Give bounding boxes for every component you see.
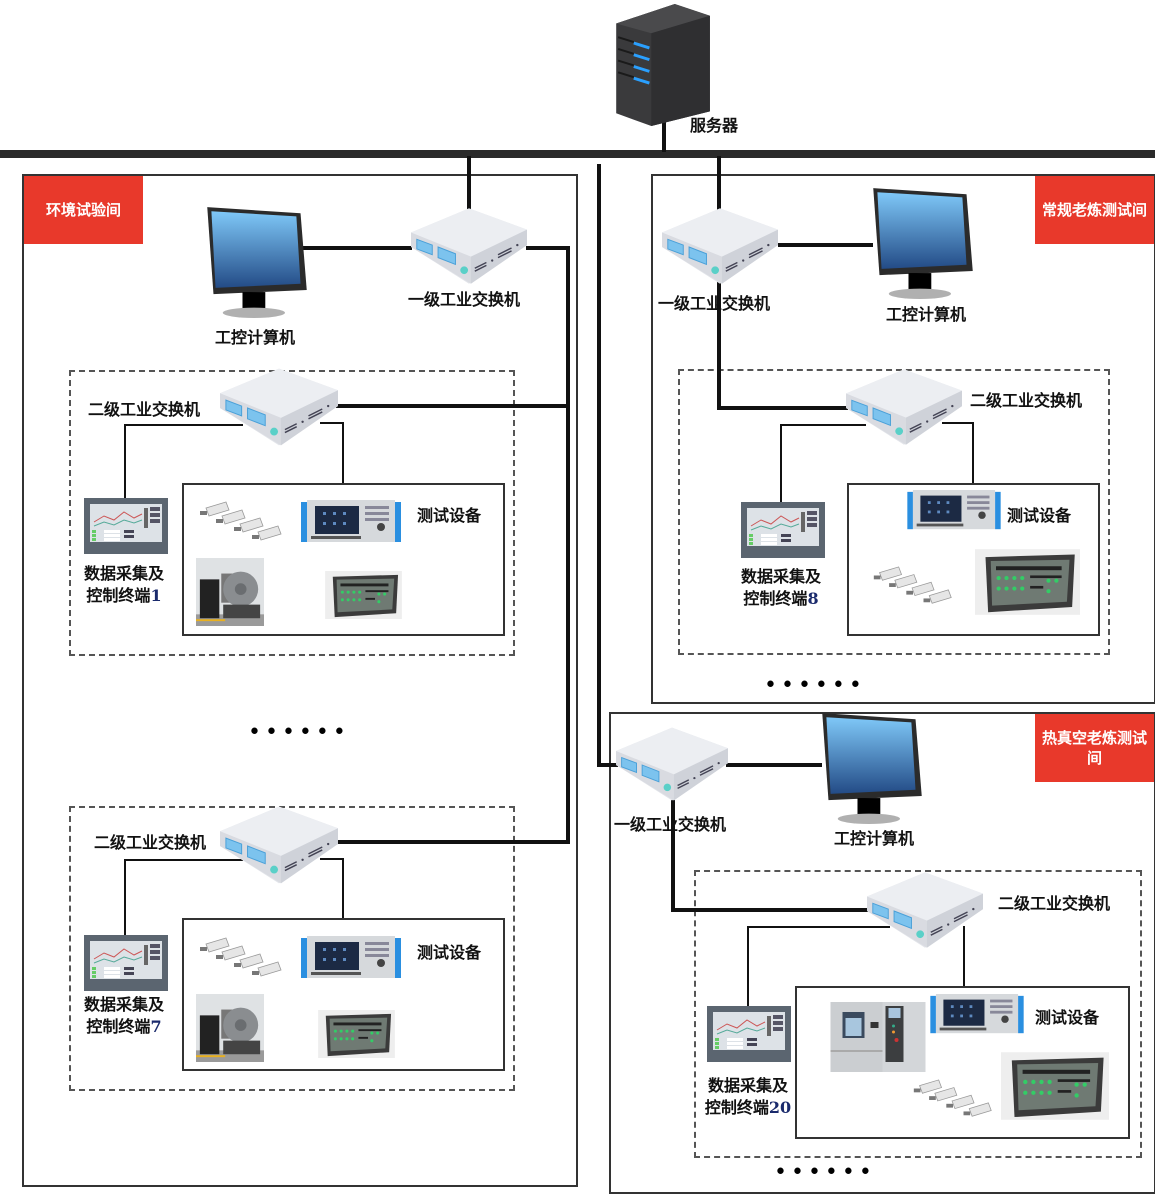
power-sensor-icon	[870, 565, 956, 608]
signal-analyzer-icon	[929, 994, 1025, 1036]
burn-in-rack-icon	[1001, 1052, 1109, 1120]
signal-analyzer-icon	[301, 936, 401, 981]
terminal-label-text: 控制终端	[86, 1017, 151, 1036]
link-l1sw-l2sw-room3	[671, 800, 868, 912]
link-l1sw-l2sw-room1	[336, 246, 570, 844]
room-tag-environment-test: 环境试验间	[24, 176, 143, 244]
group-terminal-7	[69, 806, 515, 1091]
terminal-number: 20	[768, 1098, 792, 1117]
l1-switch-icon-room1	[411, 208, 527, 286]
link-l2sw7-terminal7	[124, 859, 243, 935]
group-terminal-8	[678, 369, 1110, 655]
equipment-label-20: 测试设备	[1035, 1008, 1100, 1027]
terminal-number: 7	[150, 1017, 162, 1036]
l2-switch-icon-7	[220, 806, 338, 886]
terminal-label-line2: 控制终端1	[74, 585, 174, 607]
industrial-pc-monitor-icon	[205, 205, 309, 319]
terminal-number: 8	[807, 589, 819, 608]
l2-switch-label-7: 二级工业交换机	[94, 833, 207, 852]
terminal-label-text: 控制终端	[704, 1098, 769, 1117]
terminal-label-20: 数据采集及 控制终端20	[700, 1075, 796, 1119]
l2-switch-icon-1	[220, 368, 338, 448]
terminal-label-line1: 数据采集及	[83, 564, 164, 583]
hmi-terminal-icon-8	[741, 502, 825, 558]
link-l2sw1-terminal1	[124, 424, 243, 498]
terminal-label-line1: 数据采集及	[707, 1076, 788, 1095]
link-l1sw-l2sw-room2	[717, 275, 848, 410]
burn-in-rack-icon	[325, 571, 402, 619]
l2-switch-label-1: 二级工业交换机	[88, 400, 201, 419]
group-terminal-20	[694, 870, 1142, 1158]
l2-switch-label-8: 二级工业交换机	[970, 391, 1083, 410]
power-sensor-icon	[910, 1078, 996, 1121]
pc-label-room3: 工控计算机	[834, 829, 915, 848]
link-l2sw8-equip8	[942, 422, 974, 484]
terminal-label-text: 控制终端	[743, 589, 808, 608]
industrial-pc-monitor-icon	[820, 711, 924, 825]
burn-in-rack-icon	[975, 549, 1080, 615]
industrial-pc-monitor-icon	[871, 186, 975, 300]
ellipsis-room2: ••••••	[764, 673, 866, 698]
l1-switch-label-room2: 一级工业交换机	[658, 294, 771, 313]
link-l2sw7-equip7	[320, 858, 344, 920]
backbone-bus	[0, 150, 1155, 158]
l1-switch-label-room1: 一级工业交换机	[408, 290, 521, 309]
terminal-label-7: 数据采集及 控制终端7	[74, 994, 174, 1038]
vacuum-chamber-icon	[195, 558, 265, 626]
terminal-label-line1: 数据采集及	[740, 567, 821, 586]
signal-analyzer-icon	[301, 500, 401, 545]
link-l2sw20-terminal20	[747, 926, 890, 1006]
pc-label-room1: 工控计算机	[215, 328, 296, 347]
ellipsis-room1: ••••••	[248, 720, 350, 745]
equipment-label-7: 测试设备	[417, 943, 482, 962]
signal-analyzer-icon	[907, 490, 1001, 532]
ellipsis-room3: ••••••	[774, 1160, 876, 1185]
terminal-label-1: 数据采集及 控制终端1	[74, 563, 174, 607]
power-sensor-icon	[196, 500, 286, 545]
link-l2sw1-equip1	[320, 422, 344, 484]
hmi-terminal-icon-20	[707, 1006, 791, 1062]
hmi-terminal-icon-1	[84, 498, 168, 554]
group-terminal-1	[69, 370, 515, 656]
l1-switch-label-room3: 一级工业交换机	[614, 815, 727, 834]
terminal-label-line2: 控制终端20	[700, 1097, 796, 1119]
terminal-label-8: 数据采集及 控制终端8	[731, 566, 831, 610]
pc-label-room2: 工控计算机	[886, 305, 967, 324]
hmi-terminal-icon-7	[84, 935, 168, 991]
power-sensor-icon	[196, 936, 286, 981]
terminal-label-line2: 控制终端8	[731, 588, 831, 610]
terminal-label-line1: 数据采集及	[83, 995, 164, 1014]
l2-switch-icon-8	[846, 369, 962, 447]
l2-switch-label-20: 二级工业交换机	[998, 894, 1111, 913]
equipment-label-8: 测试设备	[1007, 506, 1072, 525]
l2-switch-icon-20	[867, 872, 983, 950]
room-tag-routine-burn-in: 常规老炼测试间	[1035, 176, 1154, 244]
room-environment-test	[22, 174, 578, 1187]
server-label: 服务器	[690, 116, 739, 135]
link-bus-l1sw-room3	[597, 164, 618, 767]
l1-switch-icon-room3	[616, 727, 728, 803]
terminal-label-line2: 控制终端7	[74, 1016, 174, 1038]
burn-in-rack-icon	[318, 1010, 395, 1058]
l1-switch-icon-room2	[662, 208, 778, 286]
terminal-label-text: 控制终端	[86, 586, 151, 605]
terminal-number: 1	[150, 586, 162, 605]
server-icon	[616, 4, 714, 126]
temperature-chamber-icon	[830, 1002, 926, 1072]
equipment-label-1: 测试设备	[417, 506, 482, 525]
room-tag-thermal-vacuum-burn-in: 热真空老炼测试间	[1035, 714, 1154, 782]
link-l2sw8-terminal8	[780, 424, 866, 502]
vacuum-chamber-icon	[195, 994, 265, 1062]
